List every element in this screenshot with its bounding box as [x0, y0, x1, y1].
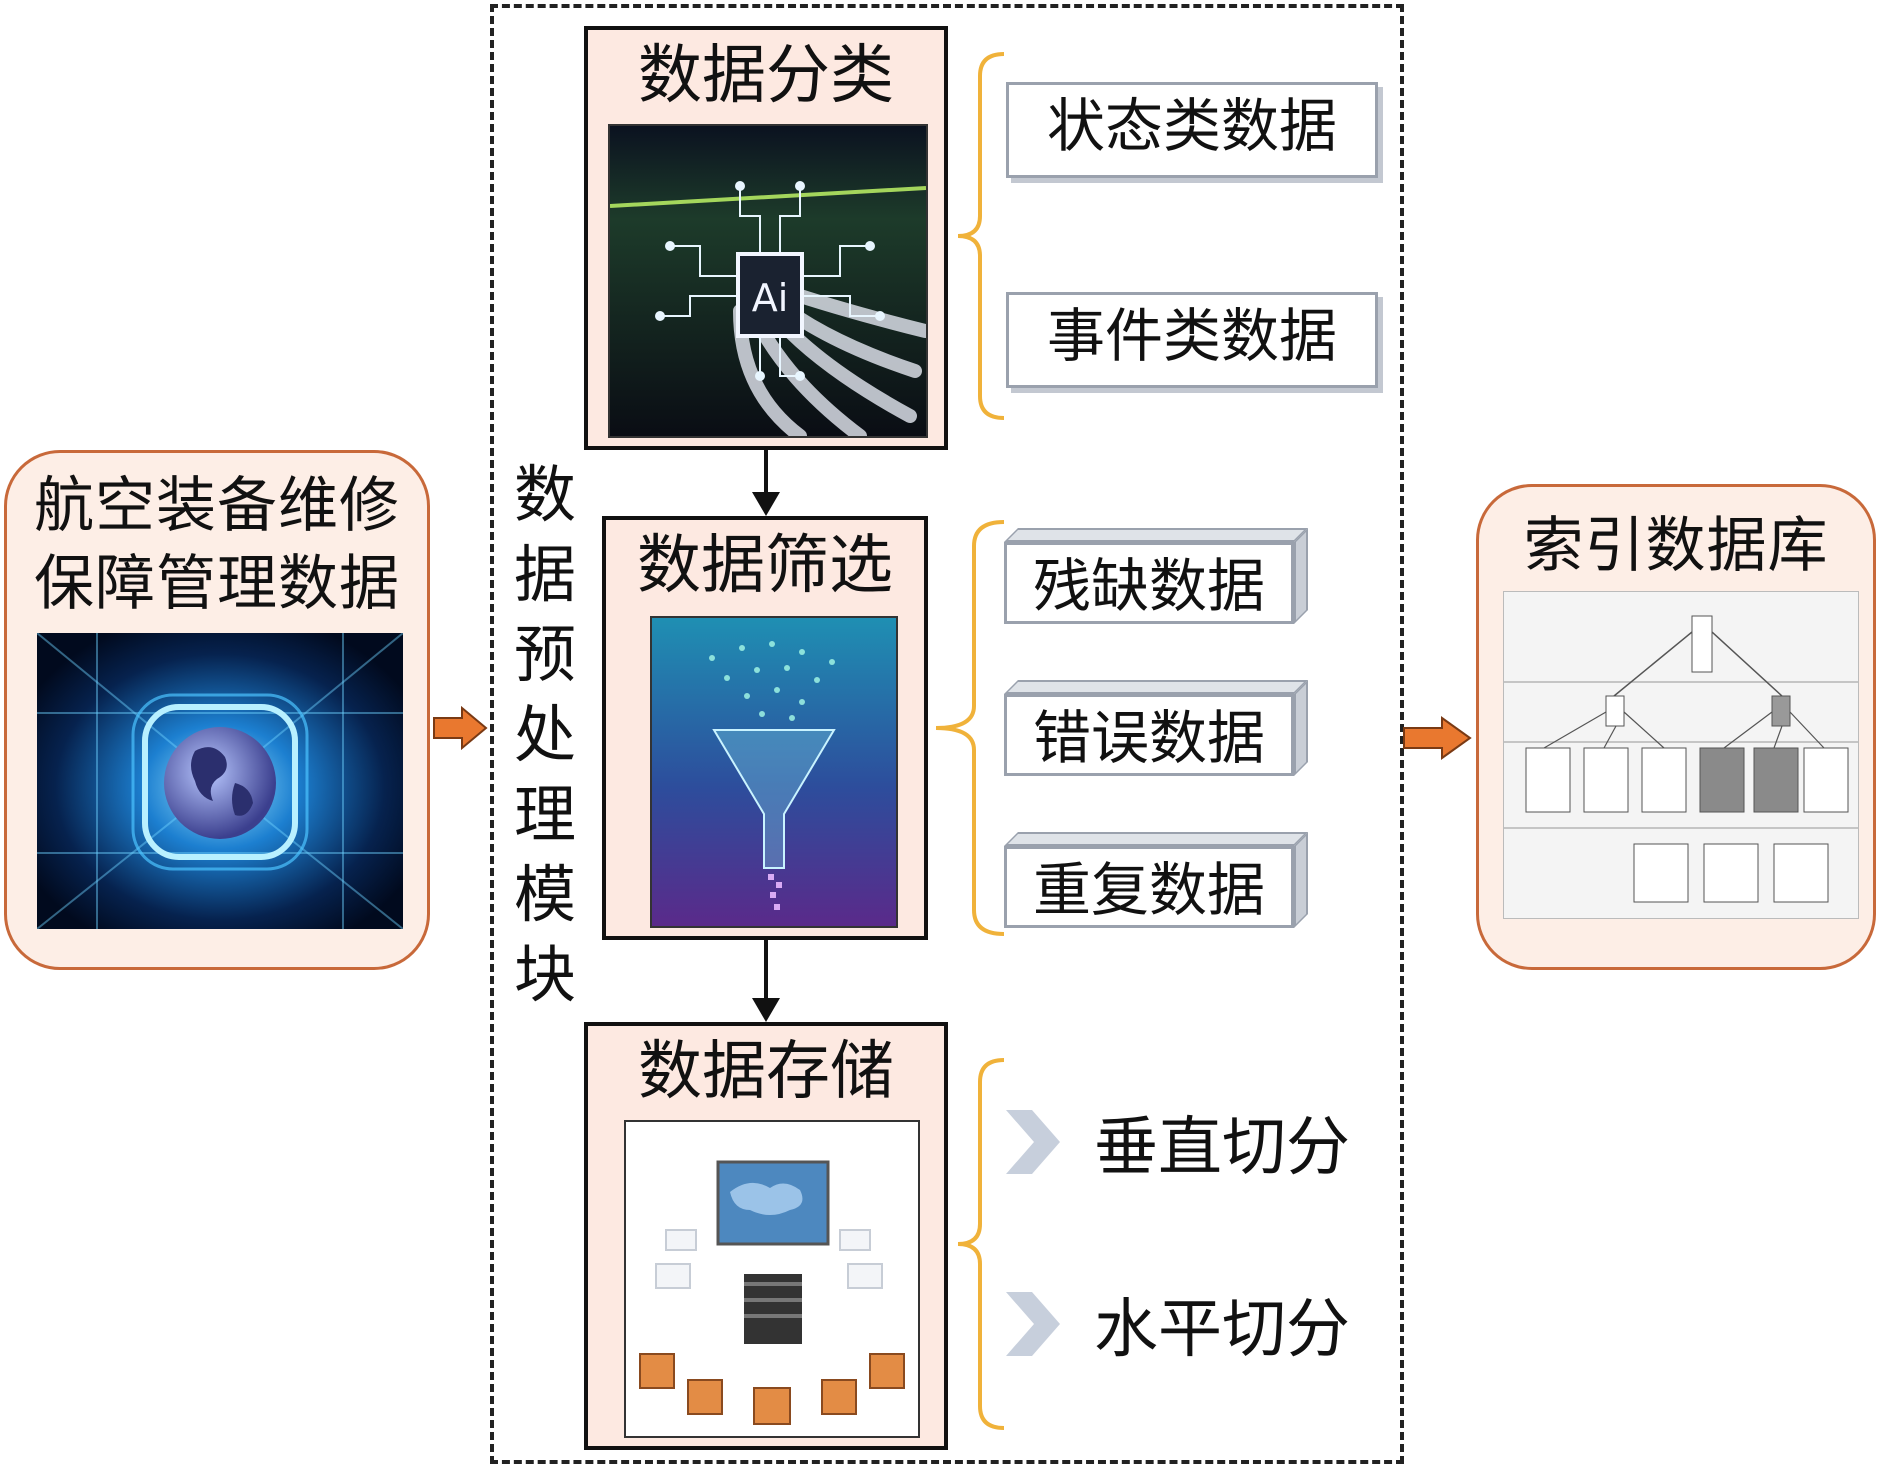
module-title-char: 预: [513, 618, 576, 691]
bracket-classification: [957, 52, 1005, 420]
source-data-box: 航空装备维修 保障管理数据: [4, 450, 430, 970]
arrow-into-module: [433, 706, 488, 750]
split-horizontal-label: 水平切分: [1094, 1293, 1350, 1367]
step-storage: 数据存储: [584, 1022, 948, 1450]
module-title-char: 据: [513, 538, 576, 611]
cube-top-decor: [1004, 528, 1308, 542]
tag-event-data: 事件类数据: [1006, 292, 1378, 388]
module-title-char: 块: [513, 938, 576, 1011]
source-title-line1: 航空装备维修: [34, 471, 400, 541]
index-database-title: 索引数据库: [1523, 511, 1829, 581]
module-title-char: 处: [513, 698, 576, 771]
bracket-storage: [957, 1058, 1005, 1430]
source-title-line2: 保障管理数据: [34, 549, 400, 619]
cube-side-decor: [1294, 680, 1308, 776]
tag-duplicate-data: 重复数据: [1004, 846, 1294, 928]
svg-text:Ai: Ai: [752, 276, 789, 320]
preprocessing-module-frame: [490, 4, 1404, 1464]
btree-index-image: [1503, 591, 1859, 919]
tag-error-data: 错误数据: [1004, 694, 1294, 776]
module-title-char: 数: [513, 458, 576, 531]
storage-network-image: [624, 1120, 920, 1438]
arrow-step1-to-step2: [752, 450, 780, 516]
step-classification-title: 数据分类: [638, 39, 894, 113]
cube-top-decor: [1004, 680, 1308, 694]
step-filtering-title: 数据筛选: [637, 529, 893, 603]
step-classification: 数据分类: [584, 26, 948, 450]
globe-tech-image: [37, 633, 403, 929]
cube-top-decor: [1004, 832, 1308, 846]
module-title-char: 模: [513, 858, 576, 931]
big-data-funnel-image: [650, 616, 898, 928]
module-vertical-title: 数 据 预 处 理 模 块: [510, 455, 580, 1015]
tag-incomplete-data: 残缺数据: [1004, 542, 1294, 624]
split-vertical-label: 垂直切分: [1094, 1111, 1350, 1185]
cube-side-decor: [1294, 528, 1308, 624]
chevron-right-icon: [1006, 1292, 1060, 1356]
tag-status-data: 状态类数据: [1006, 82, 1378, 178]
cube-side-decor: [1294, 832, 1308, 928]
index-database-box: 索引数据库: [1476, 484, 1876, 970]
arrow-step2-to-step3: [752, 940, 780, 1022]
ai-chip-image: Ai: [608, 124, 928, 438]
chevron-right-icon: [1006, 1110, 1060, 1174]
bracket-filtering: [935, 520, 1005, 936]
step-storage-title: 数据存储: [638, 1035, 894, 1109]
step-filtering: 数据筛选: [602, 516, 928, 940]
module-title-char: 理: [513, 778, 576, 851]
arrow-to-index-database: [1403, 716, 1472, 760]
